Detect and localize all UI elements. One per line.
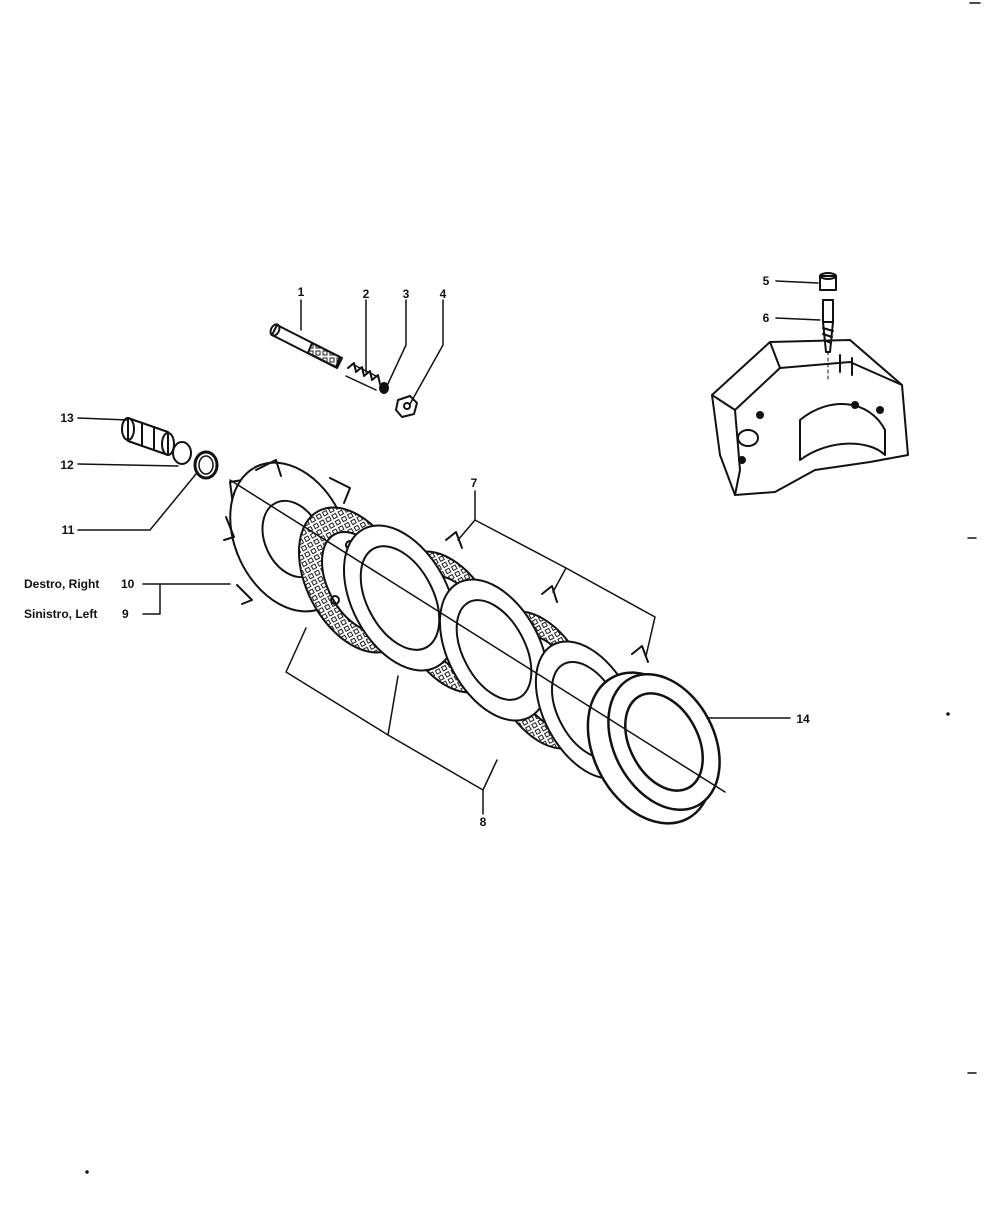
cap-part-5 (819, 272, 837, 291)
callout-5: 5 (762, 274, 770, 288)
callout-6: 6 (762, 311, 770, 325)
variant-left-text: Sinistro, Left (24, 607, 98, 621)
callout-7: 7 (470, 476, 478, 490)
brake-housing (711, 339, 909, 496)
assembly-axis-line (229, 479, 726, 793)
bushing-part-13 (121, 417, 175, 456)
callout-2: 2 (362, 287, 370, 301)
callout-11: 11 (61, 523, 75, 537)
callout-13: 13 (60, 411, 74, 425)
nut-part-4 (395, 395, 418, 418)
callout-9: 9 (122, 607, 129, 621)
callout-12: 12 (60, 458, 74, 472)
callout-1: 1 (297, 285, 305, 299)
callout-3: 3 (402, 287, 410, 301)
callout-4: 4 (439, 287, 447, 301)
pin-part-1 (269, 323, 343, 369)
leader-lines (77, 280, 821, 815)
washer-part-3 (379, 382, 389, 394)
spring-part-2 (345, 362, 381, 391)
bleeder-screw-part-6 (822, 299, 834, 383)
ring-part-11 (193, 450, 219, 480)
scan-marks (85, 2, 981, 1174)
snap-ring-part-12 (172, 441, 192, 465)
callout-14: 14 (796, 712, 810, 726)
callout-8: 8 (479, 815, 487, 829)
variant-right-text: Destro, Right (24, 577, 100, 591)
piston-ring-part-14 (586, 671, 721, 825)
callout-10: 10 (121, 577, 135, 591)
